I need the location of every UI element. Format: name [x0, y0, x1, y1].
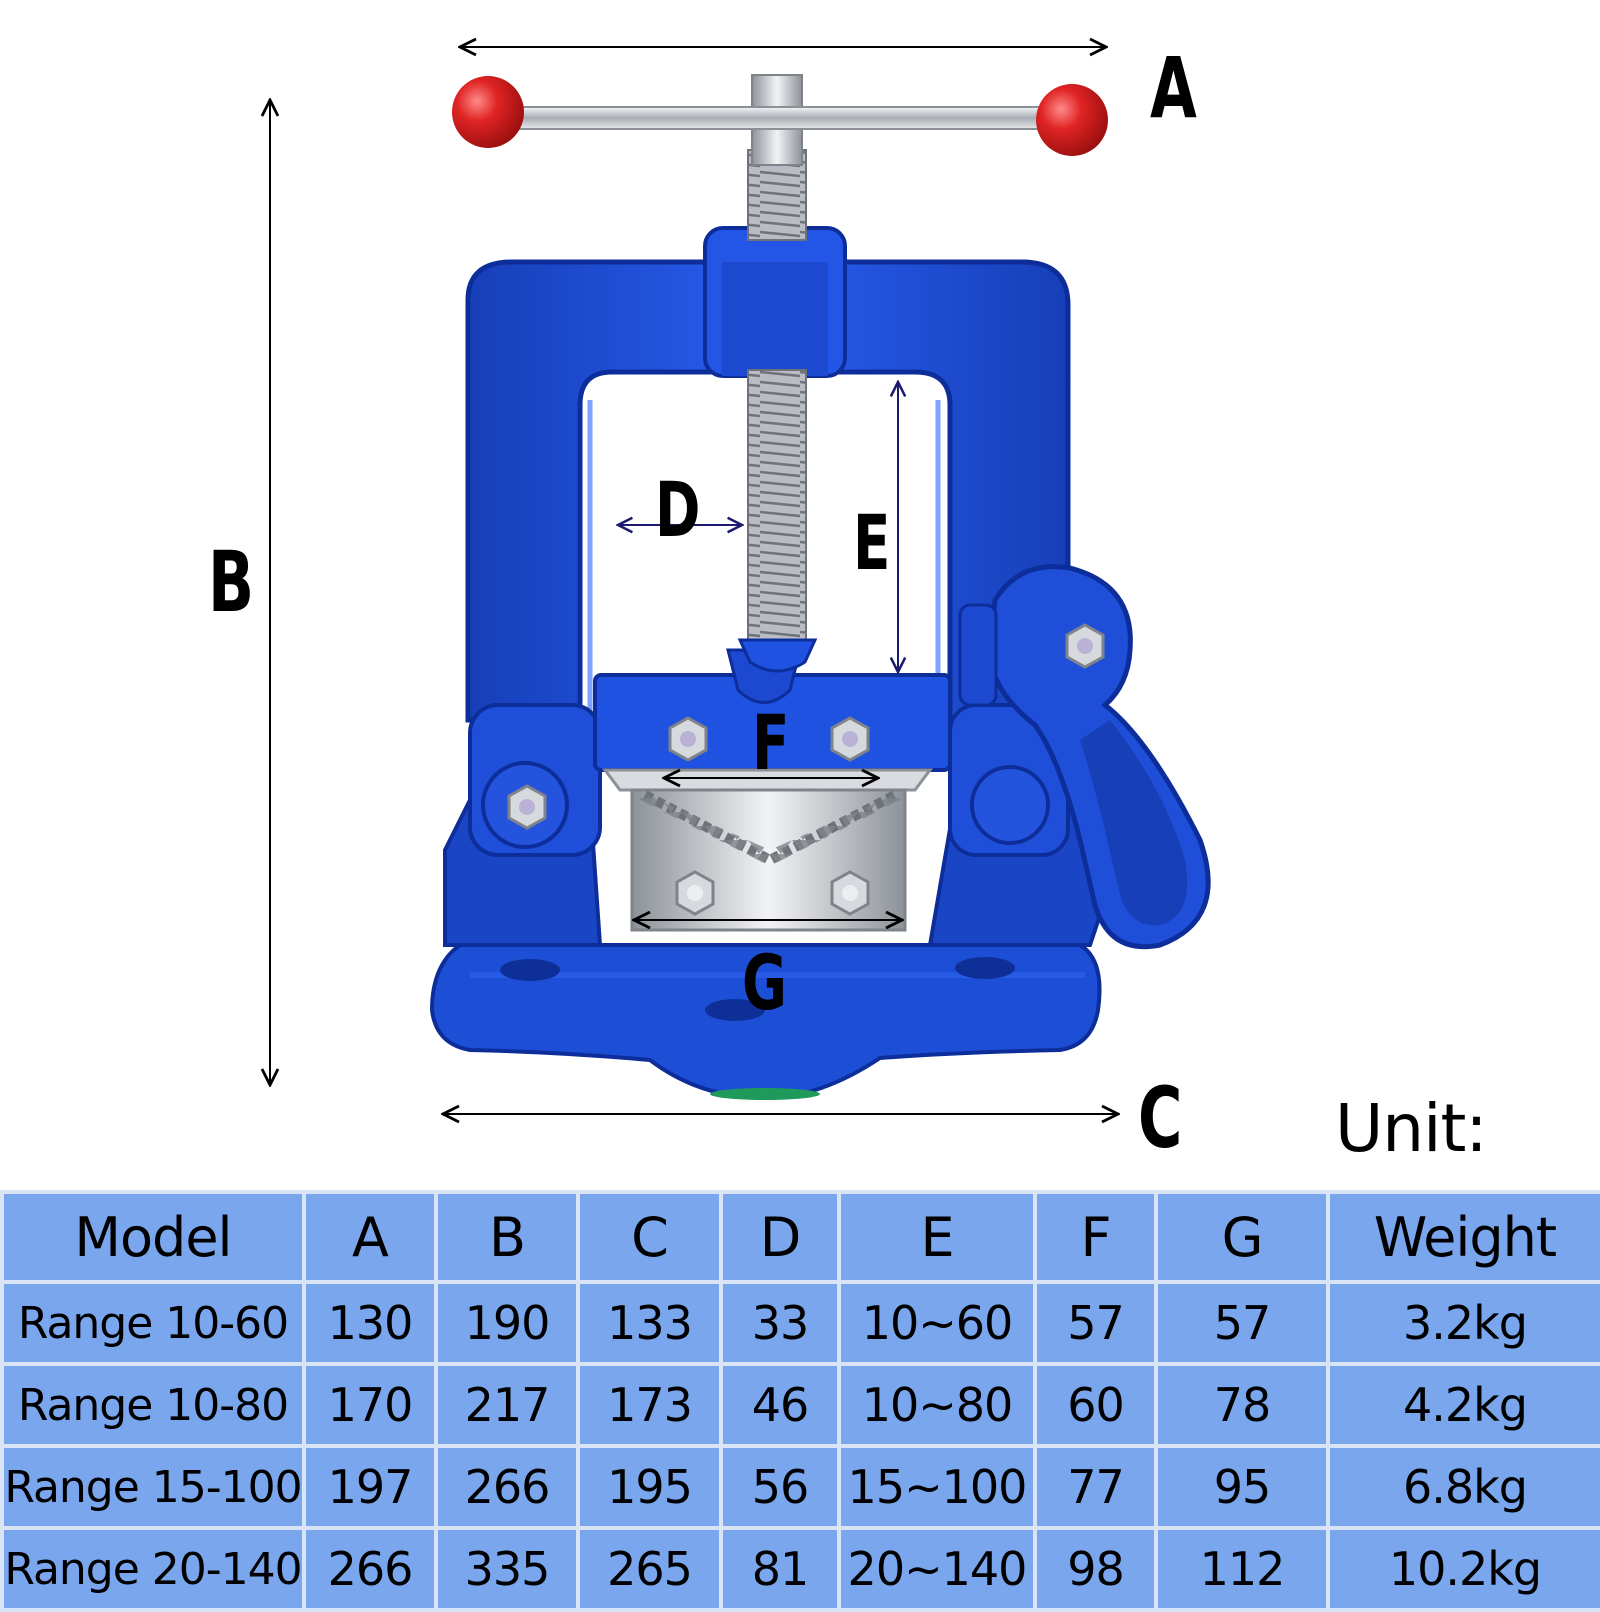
- cell-weight: 3.2kg: [1326, 1280, 1600, 1366]
- mounting-hole: [705, 999, 765, 1021]
- cell-weight: 10.2kg: [1326, 1526, 1600, 1612]
- screw-thread: [747, 369, 807, 641]
- header-weight: Weight: [1326, 1190, 1600, 1284]
- cell-e: 15~100: [837, 1444, 1037, 1530]
- table-header-row: Model A B C D E F G Weight: [0, 1190, 1600, 1284]
- dimension-label-c: C: [1138, 1069, 1183, 1167]
- cell-a: 266: [302, 1526, 438, 1612]
- cell-b: 266: [434, 1444, 580, 1530]
- cell-model: Range 10-80: [0, 1362, 306, 1448]
- bolt: [675, 870, 715, 916]
- cell-d: 81: [719, 1526, 841, 1612]
- mounting-hole: [955, 957, 1015, 979]
- header-b: B: [434, 1190, 580, 1284]
- table-row: Range 15-100 197 266 195 56 15~100 77 95…: [0, 1444, 1600, 1530]
- cell-weight: 4.2kg: [1326, 1362, 1600, 1448]
- cell-a: 130: [302, 1280, 438, 1366]
- cell-f: 98: [1033, 1526, 1158, 1612]
- pipe-vise-diagram: [0, 0, 1211, 1180]
- header-e: E: [837, 1190, 1037, 1284]
- cell-a: 170: [302, 1362, 438, 1448]
- bolt: [830, 716, 870, 762]
- dimension-label-g: G: [742, 938, 787, 1027]
- t-handle-bar: [489, 106, 1071, 130]
- cell-e: 10~80: [837, 1362, 1037, 1448]
- cell-e: 20~140: [837, 1526, 1037, 1612]
- table-row: Range 10-60 130 190 133 33 10~60 57 57 3…: [0, 1280, 1600, 1366]
- cell-model: Range 10-60: [0, 1280, 306, 1366]
- table-row: Range 10-80 170 217 173 46 10~80 60 78 4…: [0, 1362, 1600, 1448]
- header-g: G: [1154, 1190, 1330, 1284]
- header-model: Model: [0, 1190, 306, 1284]
- bolt: [507, 784, 547, 830]
- dimension-label-f: F: [752, 698, 790, 787]
- spec-table: Model A B C D E F G Weight Range 10-60 1…: [0, 1190, 1600, 1612]
- cell-g: 95: [1154, 1444, 1330, 1530]
- dimension-label-a: A: [1150, 39, 1197, 137]
- cell-b: 190: [434, 1280, 580, 1366]
- header-d: D: [719, 1190, 841, 1284]
- cell-model: Range 15-100: [0, 1444, 306, 1530]
- cell-d: 33: [719, 1280, 841, 1366]
- header-c: C: [576, 1190, 723, 1284]
- cell-c: 173: [576, 1362, 723, 1448]
- cell-model: Range 20-140: [0, 1526, 306, 1612]
- cell-f: 77: [1033, 1444, 1158, 1530]
- table-row: Range 20-140 266 335 265 81 20~140 98 11…: [0, 1526, 1600, 1612]
- cell-d: 56: [719, 1444, 841, 1530]
- cell-g: 57: [1154, 1280, 1330, 1366]
- cell-f: 57: [1033, 1280, 1158, 1366]
- bolt: [830, 870, 870, 916]
- bolt: [1065, 623, 1105, 669]
- header-a: A: [302, 1190, 438, 1284]
- dimension-label-e: E: [853, 498, 891, 587]
- dimension-label-d: D: [655, 465, 701, 554]
- cell-a: 197: [302, 1444, 438, 1530]
- handle-knob-right: [1036, 84, 1108, 156]
- cell-c: 265: [576, 1526, 723, 1612]
- bolt: [668, 716, 708, 762]
- cell-b: 335: [434, 1526, 580, 1612]
- cell-b: 217: [434, 1362, 580, 1448]
- cell-g: 112: [1154, 1526, 1330, 1612]
- cell-g: 78: [1154, 1362, 1330, 1448]
- cell-f: 60: [1033, 1362, 1158, 1448]
- dimension-label-b: B: [208, 533, 255, 631]
- header-f: F: [1033, 1190, 1158, 1284]
- cell-d: 46: [719, 1362, 841, 1448]
- cell-c: 195: [576, 1444, 723, 1530]
- handle-knob-left: [452, 76, 524, 148]
- mounting-hole: [500, 959, 560, 981]
- cell-e: 10~60: [837, 1280, 1037, 1366]
- cell-weight: 6.8kg: [1326, 1444, 1600, 1530]
- cell-c: 133: [576, 1280, 723, 1366]
